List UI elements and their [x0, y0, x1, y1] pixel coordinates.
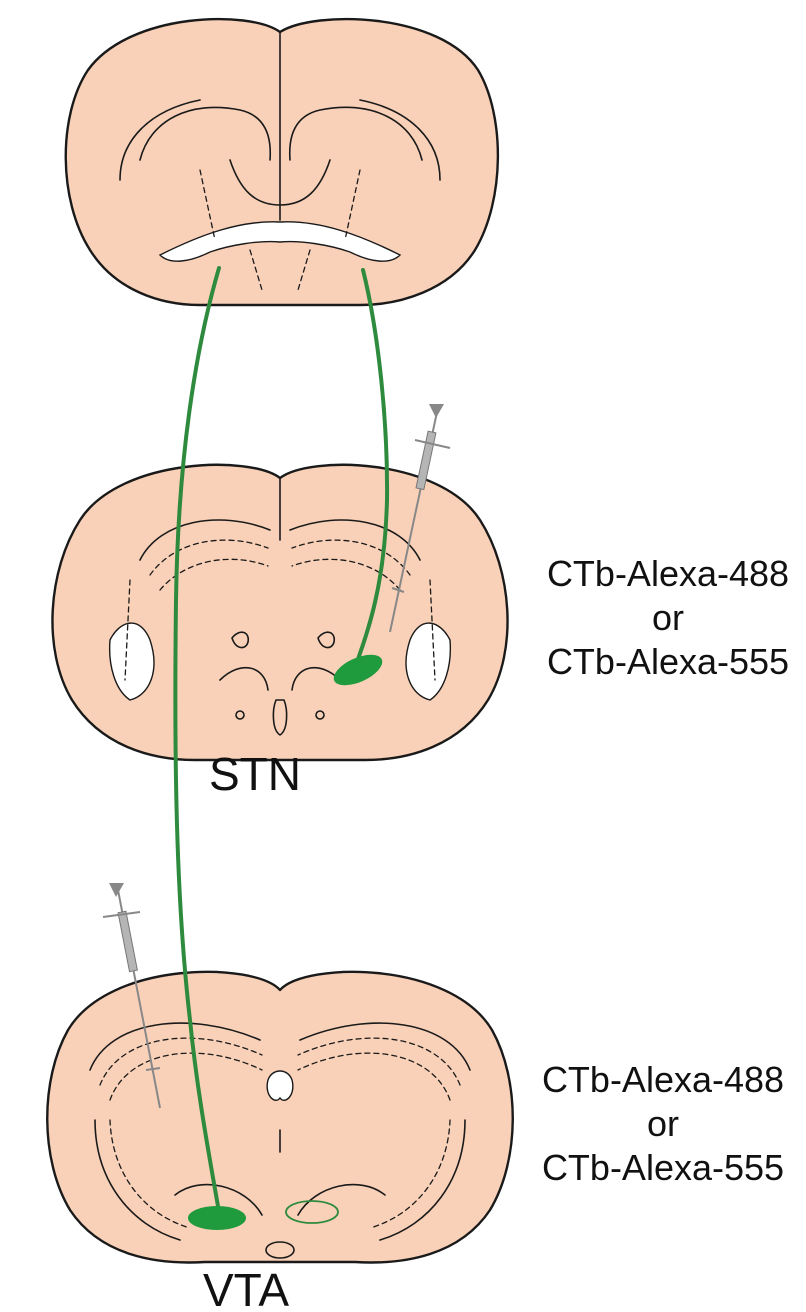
top-brain-section [66, 19, 498, 305]
vta-brain-section [47, 972, 513, 1263]
vta-tracer-legend: CTb-Alexa-488 or CTb-Alexa-555 [542, 1059, 784, 1188]
stn-tracer-line2: or [652, 597, 684, 638]
stn-brain-section [52, 465, 507, 760]
vta-tracer-line1: CTb-Alexa-488 [542, 1059, 784, 1100]
vta-injection-site [188, 1206, 246, 1230]
vta-tracer-line3: CTb-Alexa-555 [542, 1147, 784, 1188]
stn-tracer-line3: CTb-Alexa-555 [547, 641, 789, 682]
vta-label: VTA [203, 1264, 289, 1312]
vta-tracer-line2: or [647, 1103, 679, 1144]
stn-label: STN [209, 748, 301, 800]
stn-tracer-line1: CTb-Alexa-488 [547, 553, 789, 594]
stn-tracer-legend: CTb-Alexa-488 or CTb-Alexa-555 [547, 553, 789, 682]
